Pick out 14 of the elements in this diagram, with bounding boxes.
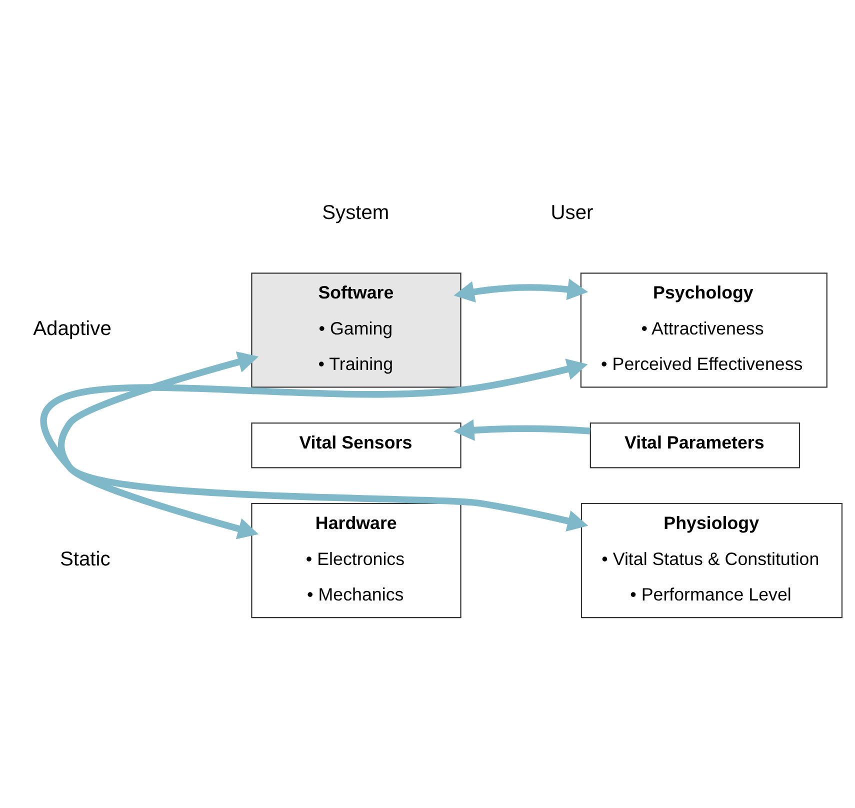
node-box: Vital Parameters — [590, 422, 800, 468]
label: Static — [60, 548, 110, 570]
label: User — [550, 202, 594, 224]
node-box: Psychology • Attractiveness • Perceived Effectiveness — [580, 272, 828, 388]
node-box: Hardware • Electronics • Mechanics — [251, 502, 462, 618]
node-box: Physiology • Vital Status & Constitution • Performance Level — [580, 502, 843, 618]
node-box: Software • Gaming • Training — [251, 272, 462, 388]
label: Adaptive — [33, 318, 112, 340]
arrow — [454, 419, 590, 441]
arrow — [454, 278, 588, 302]
arrow — [58, 352, 259, 540]
label: System — [322, 202, 390, 224]
arrow — [42, 358, 588, 532]
node-box: Vital Sensors — [251, 422, 462, 468]
